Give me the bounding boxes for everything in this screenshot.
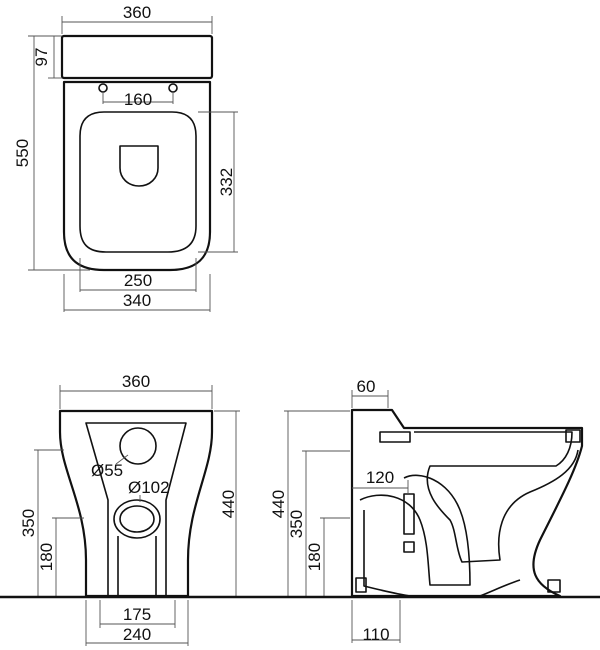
outlet-pipe [117, 536, 157, 596]
fixing-hole-right [168, 83, 178, 93]
fixing-hole-left [98, 83, 108, 93]
dim-inlet-diameter: Ø55 [91, 461, 123, 480]
side-view-rim-detail [565, 429, 581, 443]
dim-front-height: 440 [219, 490, 238, 518]
side-view-fixing-small [403, 541, 415, 553]
inlet-circle [119, 427, 157, 465]
dim-bowl-length: 332 [217, 168, 236, 196]
dim-top-width: 360 [123, 3, 151, 22]
side-view-bowl [414, 431, 579, 563]
dim-fixing-spacing: 160 [124, 90, 152, 109]
dim-front-width: 360 [122, 372, 150, 391]
front-view-inner [85, 422, 187, 597]
dim-side-inlet-offset: 120 [366, 468, 394, 487]
dim-top-length: 550 [13, 139, 32, 167]
top-view-bowl-outline [62, 80, 212, 272]
top-view-drain [119, 145, 159, 187]
side-view-base [363, 510, 521, 597]
front-view: Ø55 Ø102 360 440 350 180 175 240 [19, 372, 240, 646]
side-view-fixing [403, 493, 415, 535]
side-view: 60 440 350 180 120 110 [269, 377, 584, 644]
top-view: 360 97 160 550 332 250 340 [13, 3, 238, 312]
dim-front-base-inner: 175 [123, 605, 151, 624]
dim-front-350: 350 [19, 509, 38, 537]
dim-side-top-offset: 60 [357, 377, 376, 396]
side-view-outline [350, 408, 584, 598]
side-view-foot-front [547, 579, 561, 593]
dim-side-height: 440 [269, 490, 288, 518]
dim-tank-depth: 97 [32, 48, 51, 67]
dim-side-350: 350 [287, 510, 306, 538]
top-view-seat-inner [79, 111, 197, 253]
side-view-trap [359, 474, 471, 586]
side-view-foot [355, 577, 367, 593]
dim-front-base-outer: 240 [123, 625, 151, 644]
dim-bowl-width: 250 [124, 271, 152, 290]
top-view-cistern [60, 34, 214, 80]
front-view-outline [58, 409, 214, 598]
dim-side-outlet-offset: 110 [362, 625, 389, 644]
dim-base-width: 340 [123, 291, 151, 310]
side-view-inlet [379, 431, 411, 443]
outlet-ring-inner [119, 505, 155, 533]
dim-side-180: 180 [305, 543, 324, 571]
dim-front-180: 180 [37, 543, 56, 571]
dim-outlet-diameter: Ø102 [128, 478, 170, 497]
outlet-ring-outer [113, 499, 161, 539]
